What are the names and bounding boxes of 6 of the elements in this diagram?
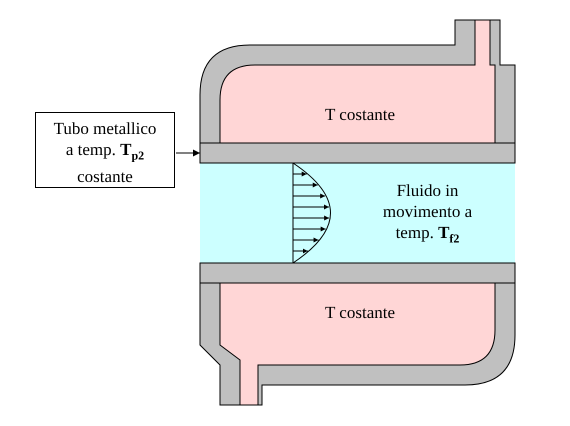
region-label: T costante xyxy=(324,302,396,323)
leader-arrow xyxy=(176,150,200,156)
region-label: T costante xyxy=(324,104,396,125)
tube-wall xyxy=(200,142,516,164)
callout-box: Tubo metallico a temp. T$_{p2}$ costante xyxy=(35,112,175,188)
fluid-label: Fluido in movimento a temp. T$_{f2}$ xyxy=(382,180,474,248)
